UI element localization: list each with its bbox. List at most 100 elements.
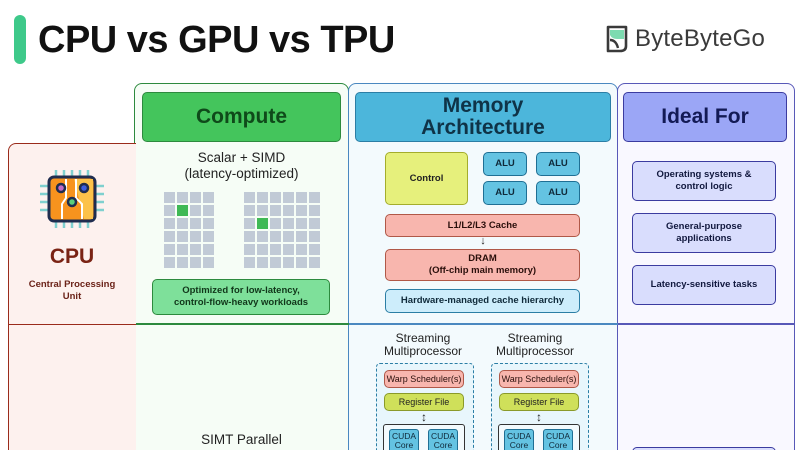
core-cell bbox=[270, 244, 281, 255]
core-cell bbox=[203, 192, 214, 203]
cuda-core-label: CUDA bbox=[391, 431, 417, 441]
core-cell bbox=[296, 192, 307, 203]
core-cell bbox=[283, 244, 294, 255]
arrow-down-icon: ↓ bbox=[480, 235, 486, 247]
core-cell bbox=[190, 218, 201, 229]
core-cell bbox=[257, 192, 268, 203]
core-cell bbox=[257, 244, 268, 255]
core-cell bbox=[203, 205, 214, 216]
core-cell bbox=[257, 231, 268, 242]
core-cell bbox=[244, 218, 255, 229]
alu-box: ALU bbox=[483, 181, 527, 205]
cuda-core-label: Core bbox=[394, 440, 414, 450]
register-file-box: Register File bbox=[499, 393, 579, 411]
alu-box: ALU bbox=[536, 152, 580, 176]
core-cell bbox=[283, 257, 294, 268]
core-cell bbox=[244, 192, 255, 203]
cpu-name: CPU bbox=[49, 245, 95, 268]
core-cell bbox=[296, 218, 307, 229]
cpu-chip-icon bbox=[40, 170, 104, 228]
ideal-for-item-line1: Operating systems & bbox=[656, 169, 752, 180]
dram-title: DRAM bbox=[468, 253, 497, 264]
core-cell bbox=[164, 218, 175, 229]
core-cell bbox=[164, 244, 175, 255]
core-cell bbox=[177, 231, 188, 242]
core-cell bbox=[296, 231, 307, 242]
memory-header-line2: Architecture bbox=[421, 116, 545, 139]
core-cell bbox=[190, 244, 201, 255]
core-cell bbox=[177, 218, 188, 229]
memory-header-line1: Memory bbox=[442, 93, 524, 117]
alu-box: ALU bbox=[536, 181, 580, 205]
core-cell bbox=[244, 244, 255, 255]
scalar-core-grid bbox=[164, 192, 214, 268]
cpu-compute-note-line1: Optimized for low-latency, bbox=[182, 285, 300, 296]
core-cell bbox=[164, 257, 175, 268]
gpu-compute-title-line2: Processing bbox=[136, 448, 347, 450]
ideal-for-item-line2: control logic bbox=[675, 181, 733, 192]
cpu-compute-title-line2: (latency-optimized) bbox=[184, 166, 299, 181]
cache-box: L1/L2/L3 Cache bbox=[385, 214, 580, 237]
core-cell bbox=[164, 192, 175, 203]
core-cell bbox=[164, 231, 175, 242]
sm-title-line2: Multiprocessor bbox=[383, 344, 463, 358]
core-cell bbox=[283, 218, 294, 229]
cpu-compute-note: Optimized for low-latency, control-flow-… bbox=[152, 279, 330, 315]
core-cell bbox=[309, 231, 320, 242]
active-core-cell bbox=[257, 218, 268, 229]
core-cell bbox=[270, 231, 281, 242]
core-cell bbox=[244, 231, 255, 242]
core-cell bbox=[190, 205, 201, 216]
bidirectional-arrow-icon: ↕ bbox=[421, 410, 427, 424]
row-divider-memory bbox=[349, 323, 618, 325]
warp-scheduler-box: Warp Scheduler(s) bbox=[499, 370, 579, 388]
sm-title-line1: Streaming bbox=[395, 331, 451, 345]
core-cell bbox=[309, 192, 320, 203]
row-divider-ideal bbox=[618, 323, 795, 325]
compute-header-text: Compute bbox=[196, 104, 287, 128]
core-cell bbox=[309, 257, 320, 268]
core-cell bbox=[283, 192, 294, 203]
simd-core-grid bbox=[244, 192, 320, 268]
cpu-compute-title: Scalar + SIMD (latency-optimized) bbox=[136, 150, 347, 182]
ideal-for-item-line2: applications bbox=[676, 233, 732, 244]
core-cell bbox=[296, 205, 307, 216]
page-title: CPU vs GPU vs TPU bbox=[38, 19, 395, 61]
cuda-core-label: CUDA bbox=[545, 431, 571, 441]
core-cell bbox=[296, 244, 307, 255]
ideal-for-item-line1: General-purpose bbox=[665, 221, 743, 232]
alu-box: ALU bbox=[483, 152, 527, 176]
dram-box: DRAM (Off-chip main memory) bbox=[385, 249, 580, 281]
core-cell bbox=[190, 257, 201, 268]
ideal-for-item: Latency-sensitive tasks bbox=[632, 265, 776, 305]
core-cell bbox=[270, 192, 281, 203]
bytebytego-logo-icon bbox=[606, 25, 628, 53]
sm-title-line2: Multiprocessor bbox=[495, 344, 575, 358]
brand-logo: ByteByteGo bbox=[605, 23, 765, 55]
core-cell bbox=[309, 244, 320, 255]
core-cell bbox=[177, 257, 188, 268]
cpu-compute-title-line1: Scalar + SIMD bbox=[197, 150, 286, 165]
core-cell bbox=[177, 192, 188, 203]
sm-title: Streaming Multiprocessor bbox=[480, 332, 590, 358]
cuda-core-label: CUDA bbox=[430, 431, 456, 441]
title-accent-bar bbox=[14, 15, 26, 64]
core-cell bbox=[177, 244, 188, 255]
active-core-cell bbox=[177, 205, 188, 216]
core-cell bbox=[203, 244, 214, 255]
ideal-for-header-text: Ideal For bbox=[661, 104, 749, 128]
bidirectional-arrow-icon: ↕ bbox=[536, 410, 542, 424]
gpu-compute-title: SIMT Parallel Processing bbox=[136, 432, 347, 450]
cpu-full-name: Central Processing Unit bbox=[28, 279, 116, 302]
core-cell bbox=[309, 205, 320, 216]
compute-header: Compute bbox=[142, 92, 341, 142]
dram-subtitle: (Off-chip main memory) bbox=[428, 265, 537, 276]
ideal-for-header: Ideal For bbox=[623, 92, 787, 142]
register-file-box: Register File bbox=[384, 393, 464, 411]
core-cell bbox=[203, 257, 214, 268]
